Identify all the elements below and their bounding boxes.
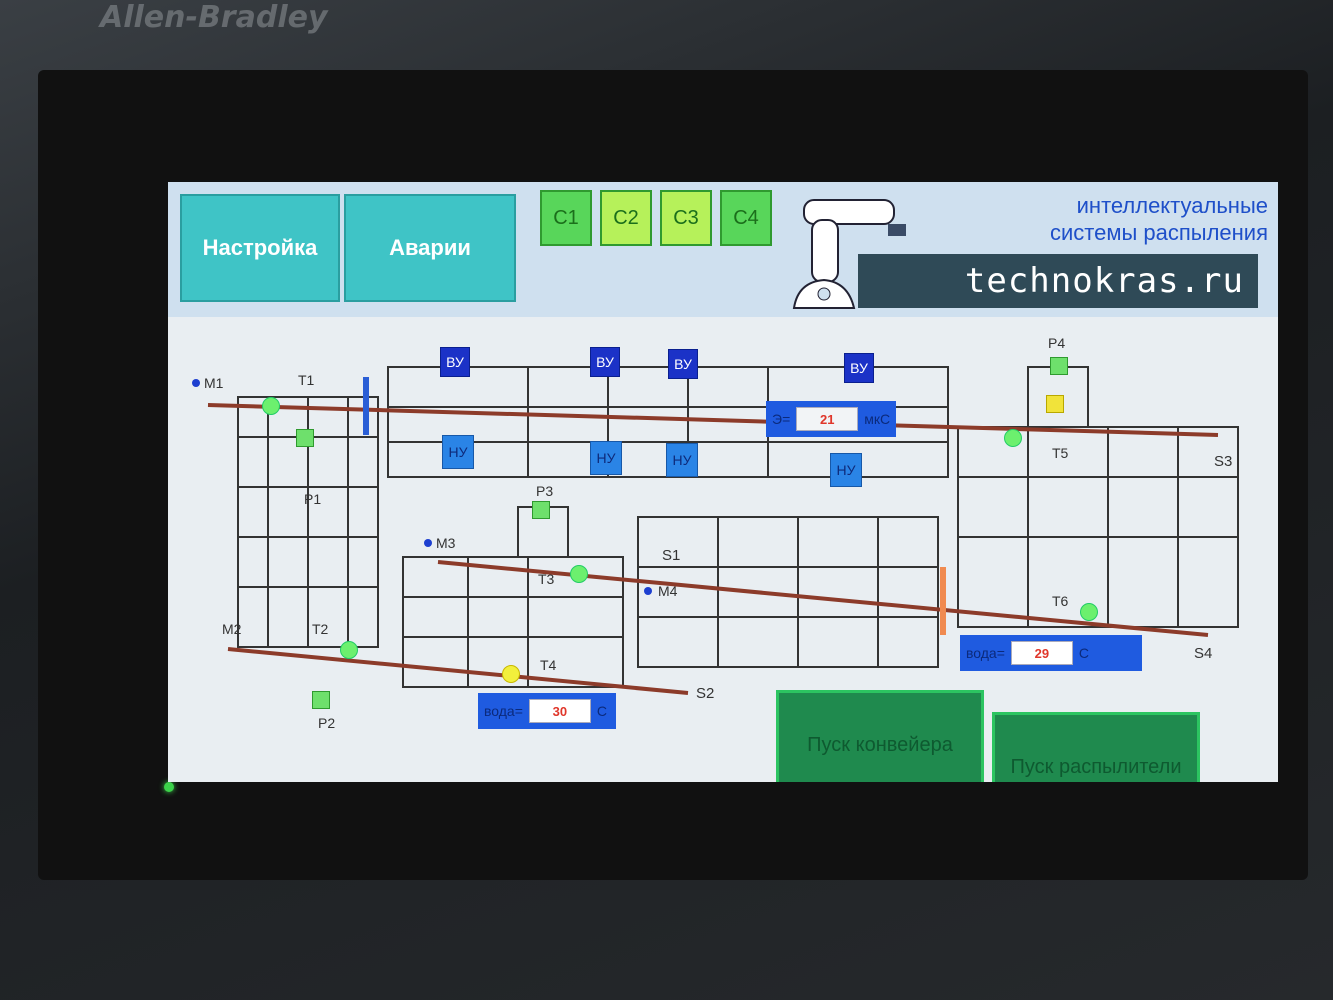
water-temp-right-readout: вода= 29 С: [960, 635, 1142, 671]
settings-button[interactable]: Настройка: [180, 194, 340, 302]
motor-m3-indicator: [424, 539, 432, 547]
circuit-c4-button[interactable]: C4: [720, 190, 772, 246]
transfer-t3-lamp: [570, 565, 588, 583]
transfer-t1-lamp: [262, 397, 280, 415]
pump-p1-label: P1: [304, 491, 322, 507]
power-led-icon: [164, 782, 174, 792]
water-temp-right-unit: С: [1078, 645, 1090, 661]
lower-tag-2[interactable]: НУ: [590, 441, 622, 475]
motor-m2-label: M2: [222, 621, 242, 637]
pump-p3-label: P3: [536, 483, 554, 499]
upper-tag-2[interactable]: ВУ: [590, 347, 620, 377]
transfer-t6-label: T6: [1052, 593, 1069, 609]
tagline: интеллектуальные системы распыления: [968, 192, 1268, 246]
site-banner: technokras.ru: [858, 254, 1258, 308]
motor-m3-label: M3: [436, 535, 456, 551]
water-temp-left-label: вода=: [484, 703, 523, 719]
transfer-t5-lamp: [1004, 429, 1022, 447]
tagline-line-1: интеллектуальные: [1076, 193, 1268, 218]
water-temp-left-value[interactable]: 30: [528, 699, 591, 723]
pump-p3-indicator: [532, 501, 550, 519]
robot-arm-icon: [792, 199, 906, 309]
circuit-c3-button[interactable]: C3: [660, 190, 712, 246]
hmi-screen: Настройка Аварии C1 C2 C3 C4 интеллектуа…: [168, 182, 1278, 782]
tagline-line-2: системы распыления: [1049, 220, 1268, 245]
alarms-button[interactable]: Аварии: [344, 194, 516, 302]
water-temp-left-readout: вода= 30 С: [478, 693, 616, 729]
water-temp-right-label: вода=: [966, 645, 1005, 661]
pump-p4-label: P4: [1048, 335, 1066, 351]
motor-m1-indicator: [192, 379, 200, 387]
transfer-t3-label: T3: [538, 571, 555, 587]
pump-p4-status: [1046, 395, 1064, 413]
station-s3-label: S3: [1214, 453, 1233, 470]
pump-p2-label: P2: [318, 715, 336, 731]
transfer-t4-label: T4: [540, 657, 557, 673]
station-s4-label: S4: [1194, 645, 1213, 662]
motor-m4-label: M4: [658, 583, 678, 599]
motor-m1-label: M1: [204, 375, 224, 391]
start-conveyor-button[interactable]: Пуск конвейера: [776, 690, 984, 782]
pump-p4-indicator: [1050, 357, 1068, 375]
water-temp-right-value[interactable]: 29: [1010, 641, 1073, 665]
motor-m4-indicator: [644, 587, 652, 595]
transfer-t4-lamp: [502, 665, 520, 683]
station-s1-label: S1: [662, 547, 681, 564]
conductivity-value[interactable]: 21: [796, 407, 859, 431]
pump-p1-indicator: [296, 429, 314, 447]
conductivity-unit: мкС: [864, 411, 891, 427]
header-panel: Настройка Аварии C1 C2 C3 C4 интеллектуа…: [168, 182, 1278, 317]
upper-tag-1[interactable]: ВУ: [440, 347, 470, 377]
transfer-t1-label: T1: [298, 372, 315, 388]
upper-tag-4[interactable]: ВУ: [844, 353, 874, 383]
upper-tag-3[interactable]: ВУ: [668, 349, 698, 379]
process-diagram: M1 T1 P1 M2 T2 P2 ВУ ВУ ВУ ВУ НУ НУ НУ Н…: [168, 317, 1278, 782]
conductivity-readout: Э= 21 мкС: [766, 401, 897, 437]
transfer-t2-lamp: [340, 641, 358, 659]
lower-tag-3[interactable]: НУ: [666, 443, 698, 477]
circuit-c2-button[interactable]: C2: [600, 190, 652, 246]
pump-p2-indicator: [312, 691, 330, 709]
transfer-t2-label: T2: [312, 621, 329, 637]
conductivity-label: Э=: [772, 411, 791, 427]
circuit-c1-button[interactable]: C1: [540, 190, 592, 246]
brand-logo: Allen-Bradley: [100, 0, 328, 35]
lower-tag-1[interactable]: НУ: [442, 435, 474, 469]
transfer-t6-lamp: [1080, 603, 1098, 621]
start-spray-button[interactable]: Пуск распылители: [992, 712, 1200, 782]
transfer-t5-label: T5: [1052, 445, 1069, 461]
station-s2-label: S2: [696, 685, 715, 702]
water-temp-left-unit: С: [596, 703, 608, 719]
lower-tag-4[interactable]: НУ: [830, 453, 862, 487]
